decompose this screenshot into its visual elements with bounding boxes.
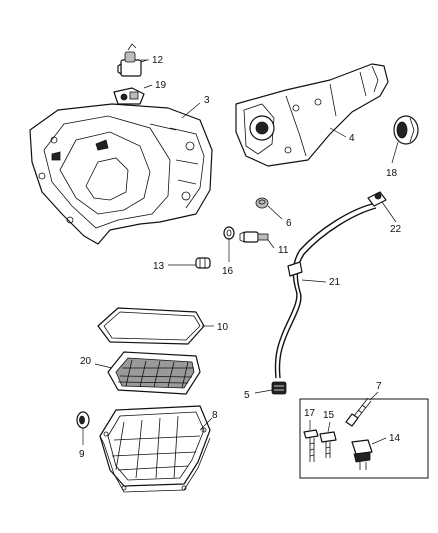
callout-11: 11 (278, 245, 289, 256)
hardware-inset (299, 398, 429, 479)
callout-13: 13 (153, 261, 165, 272)
dipstick-cap-22 (367, 191, 387, 207)
dipstick-tube-21 (274, 203, 377, 379)
callout-17: 17 (304, 408, 316, 419)
plug-6 (255, 197, 269, 209)
filter-20 (107, 351, 201, 395)
extension-housing-4 (235, 63, 389, 167)
callout-21: 21 (329, 277, 341, 288)
callout-6: 6 (286, 218, 292, 229)
bolt-17 (303, 429, 319, 462)
callout-3: 3 (204, 95, 210, 106)
bolt-15 (319, 431, 337, 458)
callout-10: 10 (217, 322, 229, 333)
plug-13 (195, 257, 211, 269)
fitting-5 (271, 381, 287, 395)
seal-18 (393, 115, 419, 145)
callout-7: 7 (376, 381, 382, 392)
transmission-case-3 (29, 103, 213, 245)
callout-8: 8 (212, 410, 218, 421)
callout-4: 4 (349, 133, 355, 144)
o-ring-16 (223, 226, 235, 240)
callout-20: 20 (80, 356, 92, 367)
callout-5: 5 (244, 390, 250, 401)
callout-22: 22 (390, 224, 402, 235)
callout-9: 9 (79, 449, 85, 460)
oil-pan-8 (99, 405, 211, 493)
callout-14: 14 (389, 433, 401, 444)
callout-12: 12 (152, 55, 164, 66)
sensor-19 (113, 87, 145, 105)
callout-18: 18 (386, 168, 398, 179)
callout-19: 19 (155, 80, 167, 91)
bolt-14 (351, 439, 373, 470)
pan-gasket-10 (97, 307, 205, 345)
speed-sensor-11 (239, 231, 269, 243)
callout-15: 15 (323, 410, 335, 421)
sensor-12 (117, 43, 148, 77)
bolt-7 (345, 397, 372, 427)
callout-16: 16 (222, 266, 234, 277)
drain-plug-9 (76, 411, 90, 429)
